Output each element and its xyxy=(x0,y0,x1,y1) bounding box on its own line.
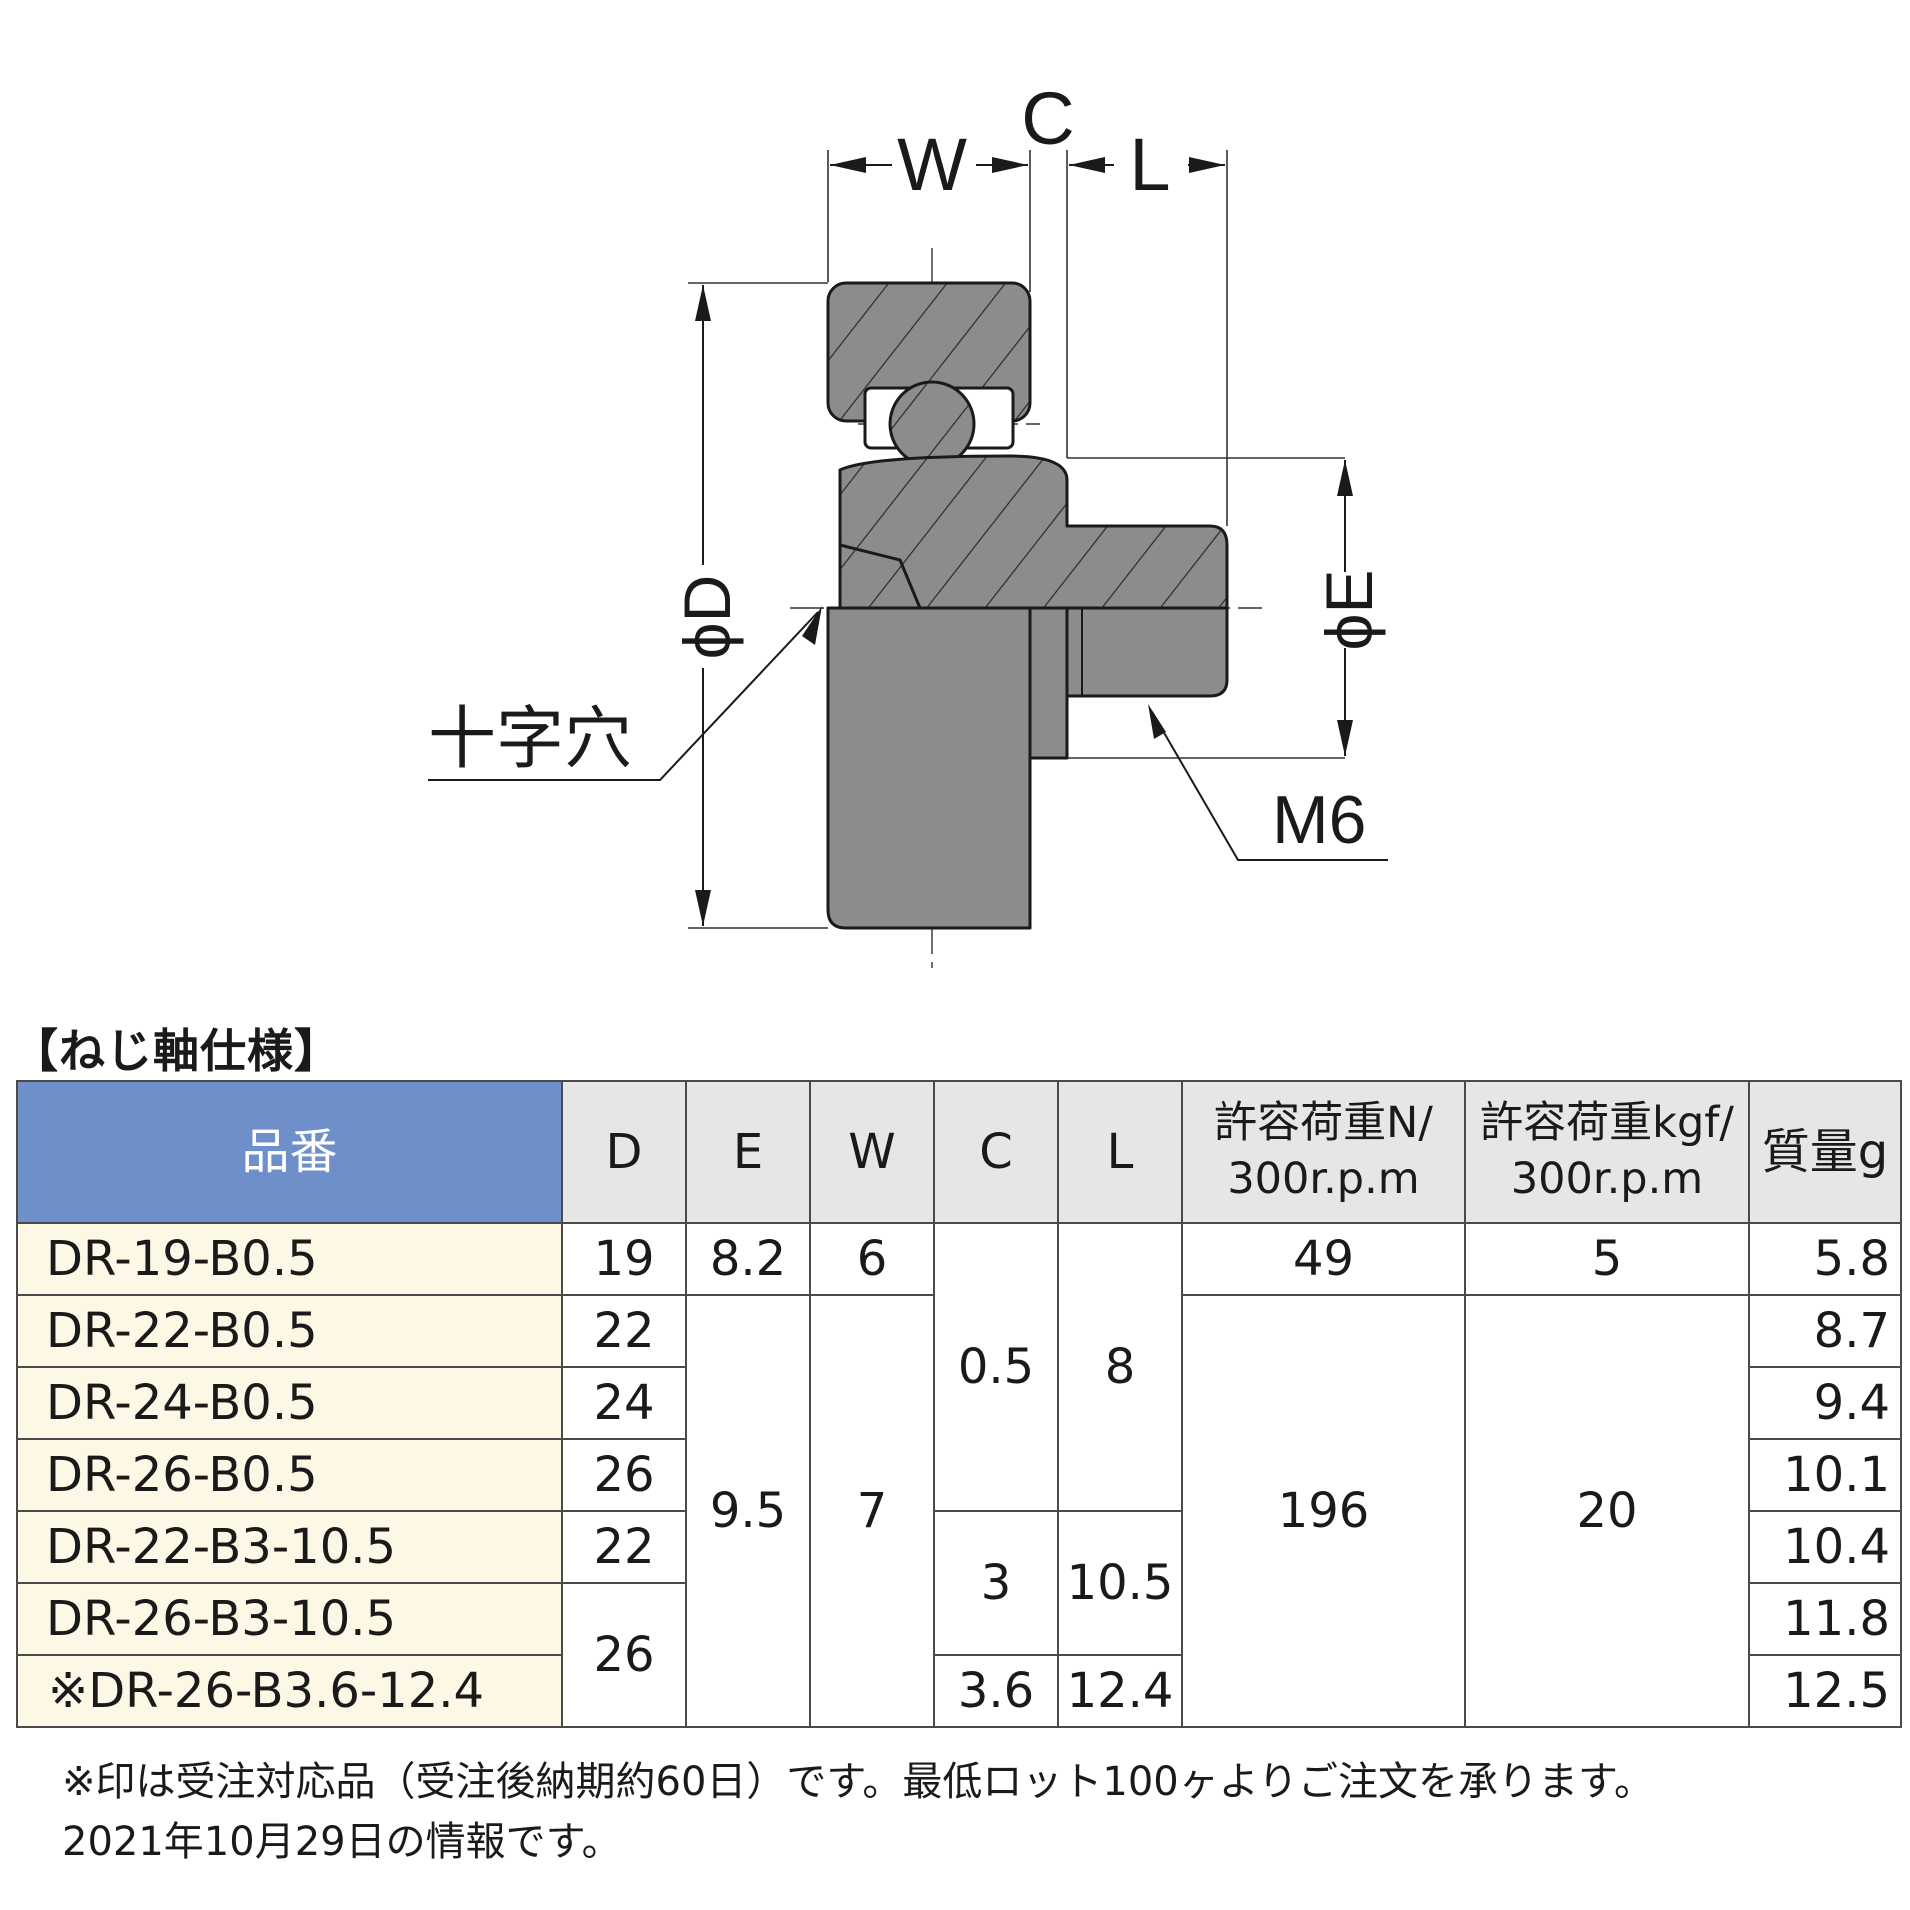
cell-mass: 10.4 xyxy=(1748,1510,1902,1584)
callout-cross-hole: 十字穴 xyxy=(428,701,632,777)
cell-part: DR-19-B0.5 xyxy=(16,1222,563,1296)
header-load-kgf-line1: 許容荷重kgf/ xyxy=(1480,1098,1734,1149)
spec-header-row: 品番 D E W C L 許容荷重N/300r.p.m 許容荷重kgf/300r… xyxy=(16,1080,1902,1224)
cross-hole-cut xyxy=(839,543,922,609)
table-row: DR-24-B0.5 24 9.4 xyxy=(16,1366,1902,1440)
cell-c: 3 xyxy=(933,1510,1059,1656)
ball xyxy=(888,380,976,468)
cell-mass: 11.8 xyxy=(1748,1582,1902,1656)
cell-d: 24 xyxy=(561,1366,687,1440)
cell-load-kgf: 5 xyxy=(1464,1222,1750,1296)
cell-part: DR-26-B3-10.5 xyxy=(16,1582,563,1656)
threaded-shaft-lower xyxy=(1065,606,1229,698)
table-row: DR-22-B3-10.5 22 3 10.5 10.4 xyxy=(16,1510,1902,1656)
cell-e: 8.2 xyxy=(685,1222,811,1296)
footnote-info-date: 2021年10月29日の情報です。 xyxy=(62,1819,622,1865)
dimension-lines xyxy=(695,157,1353,926)
cell-w: 6 xyxy=(809,1222,935,1296)
cell-mass: 9.4 xyxy=(1748,1366,1902,1440)
cell-mass: 10.1 xyxy=(1748,1438,1902,1512)
header-load-n: 許容荷重N/300r.p.m xyxy=(1181,1080,1466,1224)
table-row: DR-22-B0.5 22 9.5 7 196 20 8.7 xyxy=(16,1294,1902,1728)
cell-part: DR-22-B0.5 xyxy=(16,1294,563,1368)
bushing-lower xyxy=(1028,606,1069,760)
cell-part: ※DR-26-B3.6-12.4 xyxy=(16,1654,563,1728)
table-row: DR-26-B0.5 26 10.1 xyxy=(16,1438,1902,1512)
footnotes: ※印は受注対応品（受注後納期約60日）です。最低ロット100ヶよりご注文を承りま… xyxy=(62,1752,1654,1872)
header-load-kgf: 許容荷重kgf/300r.p.m xyxy=(1464,1080,1750,1224)
cell-c: 0.5 xyxy=(933,1222,1059,1512)
dim-label-w: W xyxy=(897,123,967,206)
spec-title: 【ねじ軸仕様】 xyxy=(12,1024,341,1078)
cell-c: 3.6 xyxy=(933,1654,1059,1728)
table-row: DR-26-B3-10.5 26 11.8 xyxy=(16,1582,1902,1728)
header-mass: 質量g xyxy=(1748,1080,1902,1224)
cell-d: 19 xyxy=(561,1222,687,1296)
cell-part: DR-22-B3-10.5 xyxy=(16,1510,563,1584)
cell-w: 7 xyxy=(809,1294,935,1728)
wheel-lower-body xyxy=(826,606,1032,930)
table-row: DR-19-B0.5 19 8.2 6 0.5 8 49 5 5.8 xyxy=(16,1222,1902,1512)
cell-mass: 12.5 xyxy=(1748,1654,1902,1728)
cell-load-n: 196 xyxy=(1181,1294,1466,1728)
roller-cross-section-drawing: W C L ϕD ϕE 十字穴 M6 xyxy=(428,77,1388,968)
header-load-kgf-line2: 300r.p.m xyxy=(1510,1154,1704,1204)
cell-load-kgf: 20 xyxy=(1464,1294,1750,1728)
cell-part: DR-26-B0.5 xyxy=(16,1438,563,1512)
cell-l: 10.5 xyxy=(1057,1510,1183,1656)
header-l: L xyxy=(1057,1080,1183,1224)
header-load-n-line1: 許容荷重N/ xyxy=(1214,1098,1433,1149)
cell-e: 9.5 xyxy=(685,1294,811,1728)
callout-thread-m6: M6 xyxy=(1272,782,1366,858)
table-row: ※DR-26-B3.6-12.4 3.6 12.4 12.5 xyxy=(16,1654,1902,1728)
cell-d: 22 xyxy=(561,1510,687,1584)
cell-d: 22 xyxy=(561,1294,687,1368)
spec-table: 品番 D E W C L 許容荷重N/300r.p.m 許容荷重kgf/300r… xyxy=(16,1080,1902,1728)
dim-label-c: C xyxy=(1021,77,1074,160)
cell-d: 26 xyxy=(561,1582,687,1728)
cell-d: 26 xyxy=(561,1438,687,1512)
inner-shaft-section xyxy=(838,454,1229,610)
cell-l: 12.4 xyxy=(1057,1654,1183,1728)
extension-lines xyxy=(688,150,1345,929)
dim-label-l: L xyxy=(1129,123,1170,206)
dim-label-phi-e: ϕE xyxy=(1312,570,1386,651)
header-d: D xyxy=(561,1080,687,1224)
leader-lines xyxy=(428,606,1388,861)
header-w: W xyxy=(809,1080,935,1224)
header-load-n-line2: 300r.p.m xyxy=(1227,1154,1420,1204)
roller-body xyxy=(826,281,1229,930)
cell-mass: 8.7 xyxy=(1748,1294,1902,1368)
header-e: E xyxy=(685,1080,811,1224)
cell-part: DR-24-B0.5 xyxy=(16,1366,563,1440)
cell-l: 8 xyxy=(1057,1222,1183,1512)
header-part-number: 品番 xyxy=(16,1080,563,1224)
header-c: C xyxy=(933,1080,1059,1224)
cell-mass: 5.8 xyxy=(1748,1222,1902,1296)
cell-load-n: 49 xyxy=(1181,1222,1466,1296)
dim-label-phi-d: ϕD xyxy=(670,575,744,660)
footnote-order-note: ※印は受注対応品（受注後納期約60日）です。最低ロット100ヶよりご注文を承りま… xyxy=(62,1759,1654,1805)
